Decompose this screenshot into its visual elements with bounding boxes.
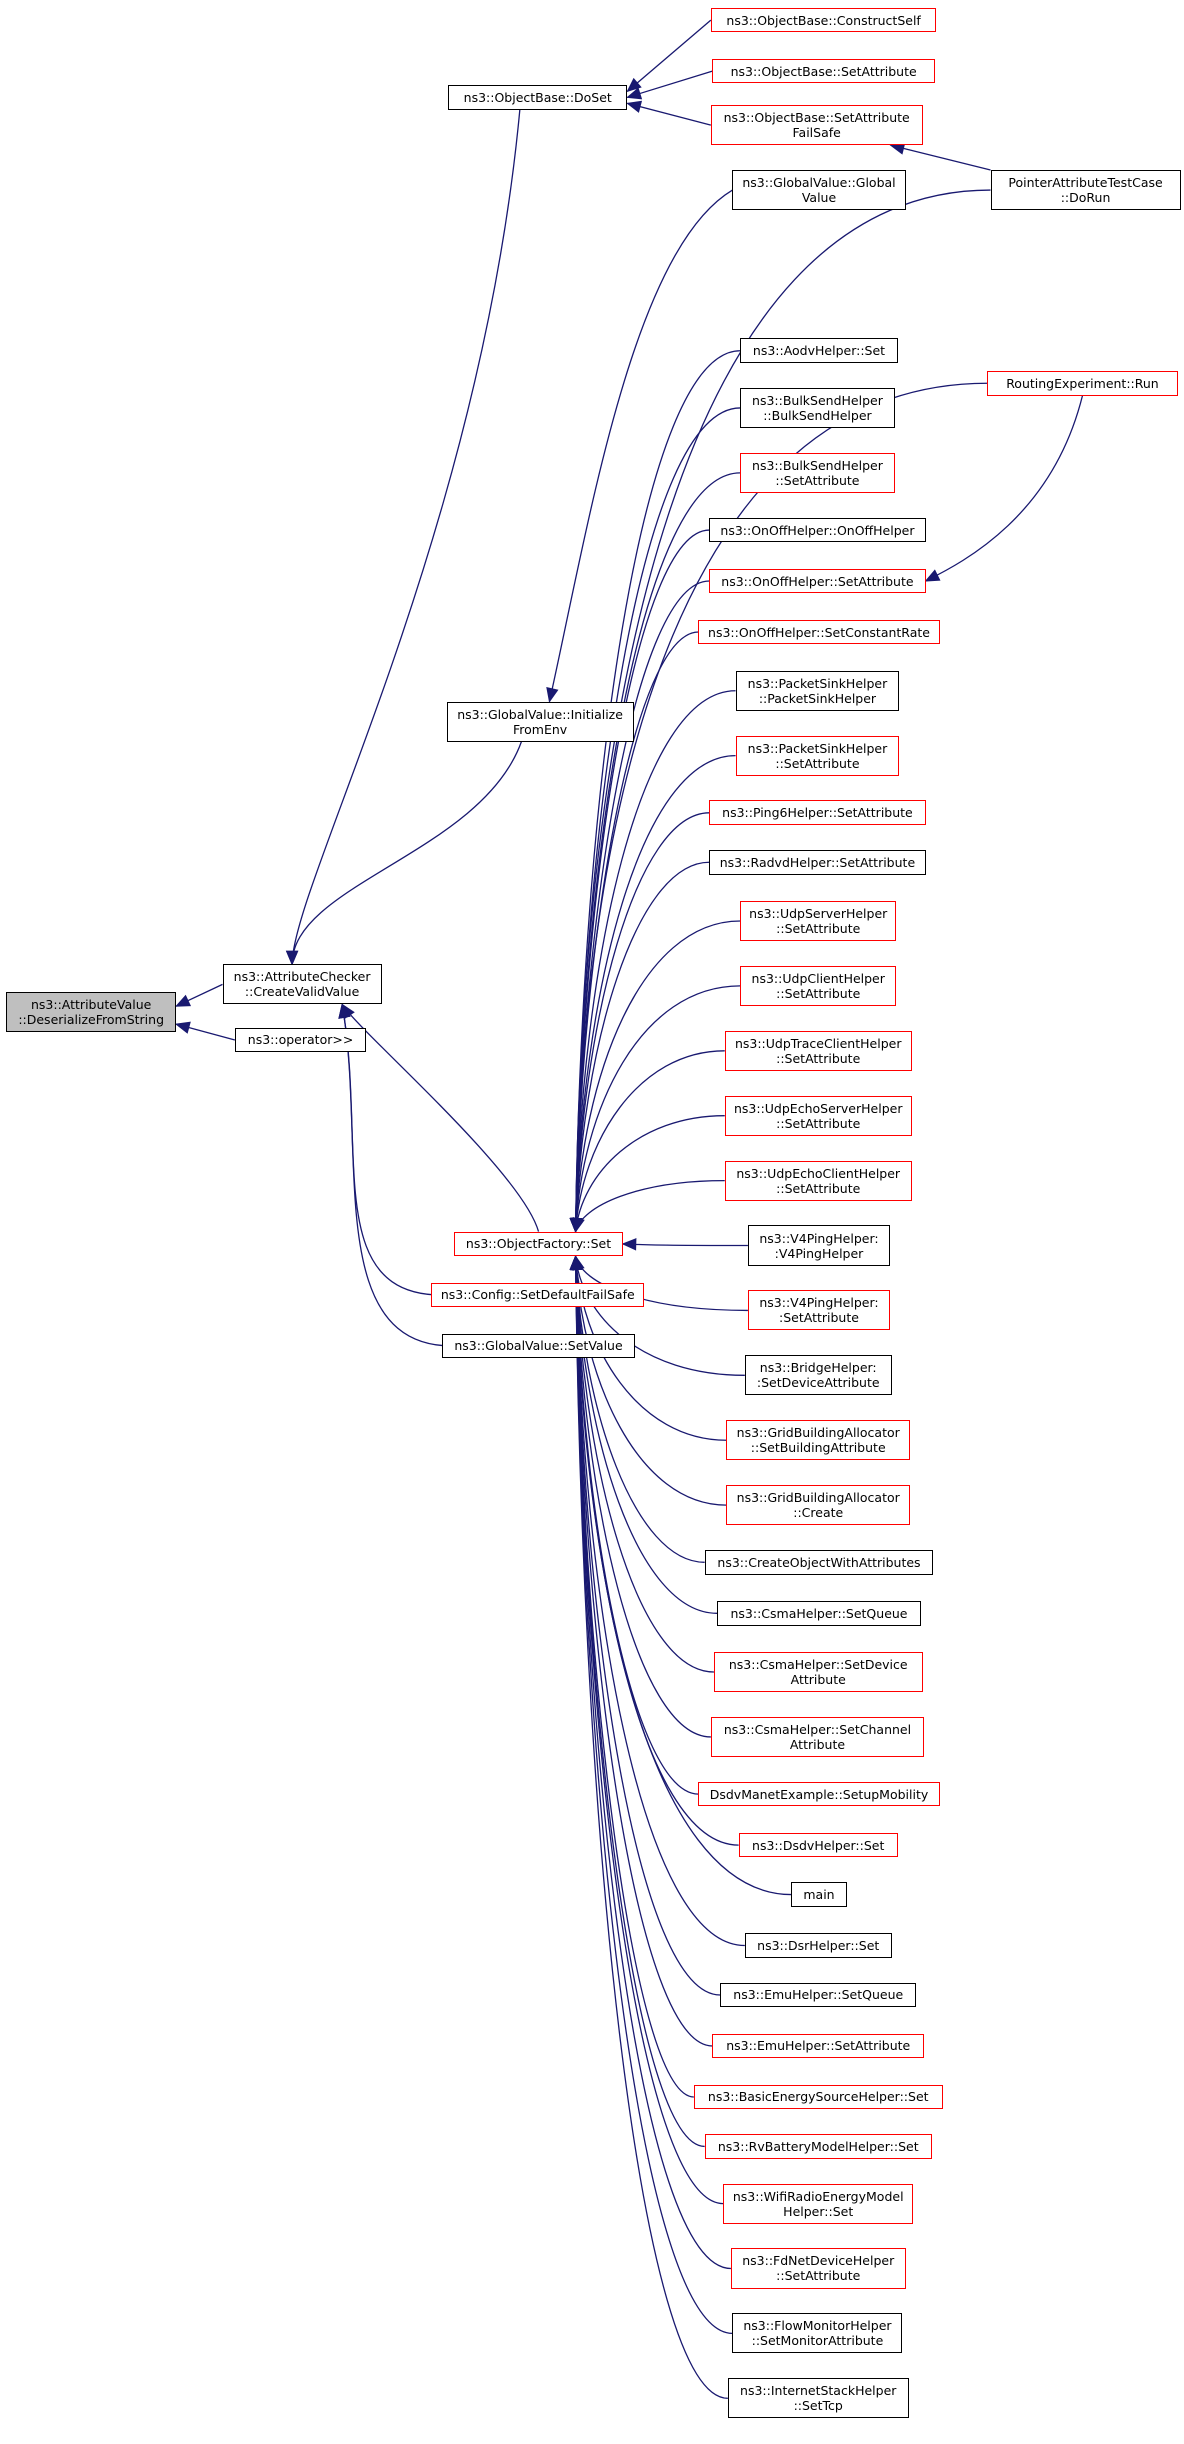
edge-n41-to-n5 (574, 1256, 745, 1947)
edge-n15-to-n5 (574, 407, 741, 1232)
graph-node-ns3-udptraceclienthelper-setattribute[interactable]: ns3::UdpTraceClientHelper ::SetAttribute (724, 1030, 912, 1071)
graph-node-ns3-csmahelper-setdeviceattribute[interactable]: ns3::CsmaHelper::SetDevice Attribute (713, 1651, 923, 1693)
graph-node-pointerattributetestcase-dorun[interactable]: PointerAttributeTestCase ::DoRun (990, 169, 1181, 211)
graph-node-ns3-internetstackhelper-settcp[interactable]: ns3::InternetStackHelper ::SetTcp (727, 2378, 909, 2419)
graph-node-ns3-v4pinghelper-setattribute[interactable]: ns3::V4PingHelper: :SetAttribute (747, 1290, 891, 1331)
edge-n35-to-n5 (574, 1256, 718, 1614)
edge-n9-to-n3-arrowhead (626, 87, 643, 100)
graph-node-ns3-gridbuildingallocator-setbuildingattribute[interactable]: ns3::GridBuildingAllocator ::SetBuilding… (726, 1420, 911, 1461)
edge-n10-to-n3 (627, 102, 712, 126)
graph-node-ns3-basicenergysourcehelper-set[interactable]: ns3::BasicEnergySourceHelper::Set (693, 2084, 943, 2110)
graph-node-ns3-csmahelper-setchannelattribute[interactable]: ns3::CsmaHelper::SetChannel Attribute (710, 1716, 925, 1757)
graph-node-ns3-flowmonitorhelper-setmonitorattribute[interactable]: ns3::FlowMonitorHelper ::SetMonitorAttri… (732, 2313, 903, 2354)
graph-node-ns3-udpclienthelper-setattribute[interactable]: ns3::UdpClientHelper ::SetAttribute (740, 965, 897, 1006)
graph-node-ns3-objectbase-doset[interactable]: ns3::ObjectBase::DoSet (448, 84, 628, 110)
edge-n10-to-n3-arrowhead (626, 100, 643, 113)
edge-n27-to-n5 (574, 1115, 725, 1232)
edge-n49-to-n5 (574, 1256, 728, 2399)
graph-node-ns3-onoffhelper-setattribute[interactable]: ns3::OnOffHelper::SetAttribute (709, 568, 926, 594)
graph-node-ns3-objectbase-setattribute[interactable]: ns3::ObjectBase::SetAttribute (712, 58, 935, 84)
edge-n20-to-n5 (574, 690, 736, 1232)
edge-n4-to-n1-arrowhead (285, 950, 299, 966)
graph-node-ns3-globalvalue-setvalue[interactable]: ns3::GlobalValue::SetValue (441, 1333, 636, 1359)
edge-n21-to-n5 (574, 755, 736, 1232)
graph-node-ns3-bulksendhelper-setattribute[interactable]: ns3::BulkSendHelper ::SetAttribute (740, 452, 895, 493)
graph-node-ns3-objectfactory-set[interactable]: ns3::ObjectFactory::Set (454, 1231, 623, 1257)
edge-n12-to-n4 (548, 189, 733, 702)
graph-node-ns3-udpechoclienthelper-setattribute[interactable]: ns3::UdpEchoClientHelper ::SetAttribute (724, 1160, 912, 1201)
graph-node-ns3-emuhelper-setqueue[interactable]: ns3::EmuHelper::SetQueue (720, 1982, 917, 2008)
edge-n12-to-n4-arrowhead (546, 687, 559, 703)
graph-node-ns3-globalvalue-globalvalue[interactable]: ns3::GlobalValue::Global Value (732, 169, 906, 211)
edge-n9-to-n3 (627, 70, 713, 98)
graph-node-ns3-udpserverhelper-setattribute[interactable]: ns3::UdpServerHelper ::SetAttribute (740, 900, 897, 942)
edge-n2-to-n0-arrowhead (174, 1021, 191, 1034)
graph-node-ns3-attributechecker-createvalidvalue[interactable]: ns3::AttributeChecker ::CreateValidValue (222, 964, 382, 1005)
graph-node-ns3-bulksendhelper-bulksendhelper[interactable]: ns3::BulkSendHelper ::BulkSendHelper (740, 387, 895, 429)
graph-node-ns3-packetsinkhelper-setattribute[interactable]: ns3::PacketSinkHelper ::SetAttribute (735, 735, 900, 776)
edge-n29-to-n5-arrowhead (621, 1238, 637, 1251)
edge-n8-to-n3-arrowhead (626, 77, 642, 93)
graph-node-ns3-radvdhelper-setattribute[interactable]: ns3::RadvdHelper::SetAttribute (709, 849, 926, 875)
root-node-ns3-attributevalue-deserializefromstring: ns3::AttributeValue ::DeserializeFromStr… (6, 992, 177, 1033)
graph-node-ns3-aodvhelper-set[interactable]: ns3::AodvHelper::Set (740, 338, 898, 364)
edge-n8-to-n3 (626, 19, 712, 92)
edge-n23-to-n5 (574, 861, 710, 1232)
edge-n13-to-n18-arrowhead (924, 569, 941, 582)
edge-n40-to-n5 (574, 1256, 792, 1896)
graph-node-ns3-objectbase-constructself[interactable]: ns3::ObjectBase::ConstructSelf (710, 7, 937, 33)
graph-node-ns3-fdnetdevicehelper-setattribute[interactable]: ns3::FdNetDeviceHelper ::SetAttribute (730, 2248, 906, 2289)
edge-n4-to-n1 (291, 741, 522, 965)
graph-node-ns3-rvbatterymodelhelper-set[interactable]: ns3::RvBatteryModelHelper::Set (704, 2134, 932, 2159)
graph-node-ns3-objectbase-setattributefailsafe[interactable]: ns3::ObjectBase::SetAttribute FailSafe (710, 105, 923, 146)
graph-node-dsdvmanetexample-setupmobility[interactable]: DsdvManetExample::SetupMobility (698, 1781, 940, 1807)
edge-n11-to-n10 (890, 144, 991, 171)
edge-n3-to-n1 (291, 109, 521, 965)
graph-node-ns3-config-setdefaultfailsafe[interactable]: ns3::Config::SetDefaultFailSafe (431, 1282, 645, 1308)
edge-n22-to-n5 (574, 812, 710, 1232)
graph-node-ns3-gridbuildingallocator-create[interactable]: ns3::GridBuildingAllocator ::Create (726, 1485, 911, 1526)
edge-n25-to-n5 (574, 985, 741, 1232)
graph-node-ns3-emuhelper-setattribute[interactable]: ns3::EmuHelper::SetAttribute (712, 2033, 925, 2059)
edge-n42-to-n5 (574, 1256, 721, 1996)
edge-n24-to-n5 (574, 920, 741, 1232)
edge-n43-to-n5 (574, 1256, 713, 2047)
graph-node-ns3-ping6helper-setattribute[interactable]: ns3::Ping6Helper::SetAttribute (709, 800, 926, 826)
graph-node-ns3-packetsinkhelper-packetsinkhelper[interactable]: ns3::PacketSinkHelper ::PacketSinkHelper (735, 670, 900, 711)
graph-node-ns3-udpechoserverhelper-setattribute[interactable]: ns3::UdpEchoServerHelper ::SetAttribute (724, 1095, 912, 1136)
graph-node-ns3-bridgehelper-setdeviceattribute[interactable]: ns3::BridgeHelper: :SetDeviceAttribute (744, 1355, 892, 1396)
graph-node-routingexperiment-run[interactable]: RoutingExperiment::Run (987, 370, 1178, 396)
graph-node-ns3-operator[interactable]: ns3::operator>> (234, 1027, 367, 1053)
graph-node-ns3-dsdvhelper-set[interactable]: ns3::DsdvHelper::Set (738, 1832, 898, 1858)
graph-node-main[interactable]: main (791, 1882, 847, 1907)
edge-n34-to-n5 (574, 1256, 705, 1563)
graph-node-ns3-createobjectwithattributes[interactable]: ns3::CreateObjectWithAttributes (704, 1549, 934, 1575)
graph-node-ns3-globalvalue-initializefromenv[interactable]: ns3::GlobalValue::Initialize FromEnv (446, 701, 634, 742)
edge-n13-to-n18 (925, 395, 1084, 582)
edge-n7-to-n1 (341, 1004, 452, 1347)
graph-node-ns3-onoffhelper-setconstantrate[interactable]: ns3::OnOffHelper::SetConstantRate (698, 619, 940, 645)
graph-node-ns3-v4pinghelper-v4pinghelper[interactable]: ns3::V4PingHelper: :V4PingHelper (747, 1225, 891, 1266)
edge-n28-to-n5-arrowhead (572, 1217, 585, 1233)
graph-node-ns3-onoffhelper-onoffhelper[interactable]: ns3::OnOffHelper::OnOffHelper (709, 517, 926, 543)
graph-node-ns3-wifiradioenergymodelhelper-set[interactable]: ns3::WifiRadioEnergyModel Helper::Set (723, 2183, 914, 2224)
edge-n49-to-n5-arrowhead (569, 1255, 582, 1270)
edge-n5-to-n1 (341, 1004, 540, 1232)
edge-n19-to-n5 (574, 631, 699, 1232)
edge-n7-to-n1-arrowhead (338, 1003, 351, 1019)
graph-node-ns3-dsrhelper-set[interactable]: ns3::DsrHelper::Set (744, 1933, 892, 1958)
edge-n1-to-n0-arrowhead (175, 994, 192, 1007)
graph-node-ns3-csmahelper-setqueue[interactable]: ns3::CsmaHelper::SetQueue (717, 1600, 921, 1626)
edge-n26-to-n5 (574, 1050, 725, 1232)
